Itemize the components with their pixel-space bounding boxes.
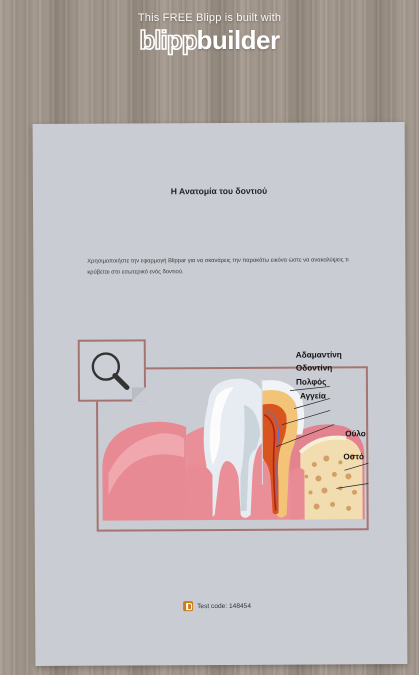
section-divider (262, 379, 263, 485)
badge-fold-corner (132, 387, 146, 401)
label-bone: Οστό (343, 452, 364, 461)
label-gum: Ούλο (345, 429, 366, 438)
logo-blipp-text: blipp (139, 27, 196, 53)
blippbuilder-logo: blipp builder (139, 27, 279, 53)
logo-builder-text: builder (196, 27, 279, 53)
paper-title: Η Ανατομία του δοντιού (33, 185, 405, 197)
gum-overlay-right (290, 468, 304, 520)
label-vessels: Αγγεία (300, 391, 326, 400)
scan-marker-badge (78, 339, 146, 401)
marker-paper: Η Ανατομία του δοντιού Χρησιμοποιήστε τη… (33, 122, 408, 666)
blippbuilder-watermark: This FREE Blipp is built with blipp buil… (0, 12, 419, 54)
test-code: Test code: 148454 (183, 601, 251, 611)
bone-block (300, 438, 362, 520)
test-code-text: Test code: 148454 (197, 602, 251, 609)
paper-instructions: Χρησιμοποιήστε την εφαρμογή Blippar για … (87, 255, 365, 278)
label-enamel: Αδαμαντίνη (296, 350, 342, 359)
watermark-text: This FREE Blipp is built with (0, 12, 419, 24)
blippbuilder-mini-logo-icon (183, 601, 193, 611)
label-dentin: Οδοντίνη (296, 363, 332, 372)
gum-overlay (186, 464, 212, 520)
label-pulp: Πολφός (296, 377, 327, 386)
